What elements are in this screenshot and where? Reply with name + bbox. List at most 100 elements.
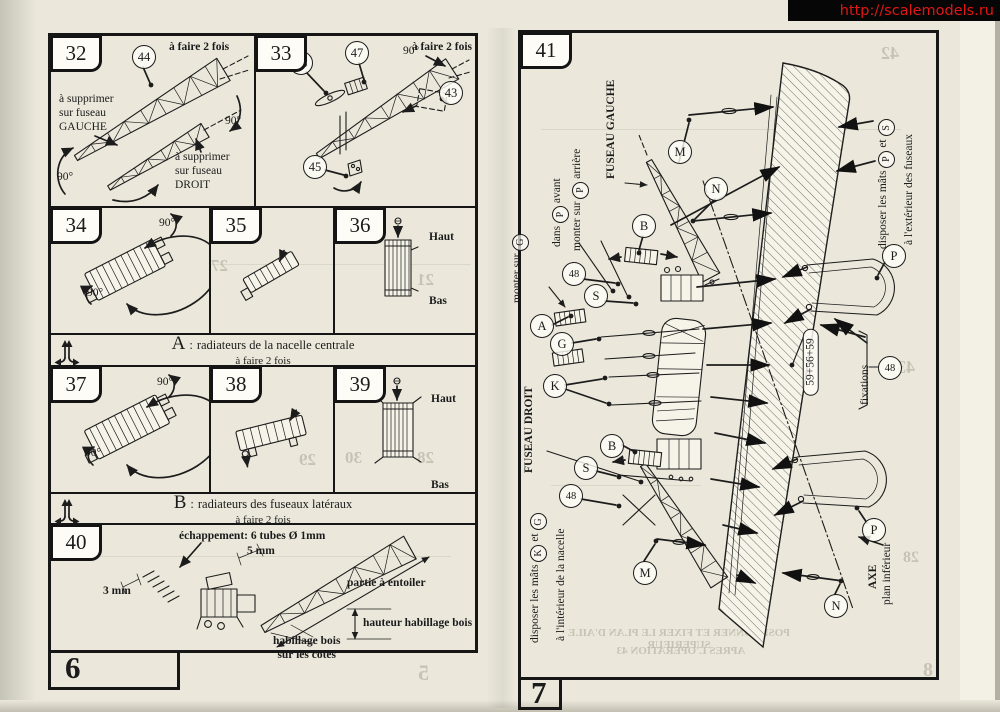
angle-label: 90° [87,287,104,299]
page-gutter-shadow [486,28,516,708]
panel-37-drawing [81,374,209,479]
step-number-41: 41 [521,33,572,69]
note-twice: à faire 2 fois [169,41,230,53]
divider [51,333,475,335]
angle-label: 90° [57,171,74,183]
panel-41-drawing [546,62,895,649]
circle-p-icon: P [572,181,589,199]
scan-edge-right [960,21,1000,712]
step-number-33: 33 [256,36,307,72]
callout-m: M [668,140,692,164]
divider [333,208,335,333]
circle-p-icon: P [552,206,569,224]
callout-a: A [530,314,554,338]
label-fixations: fixations [859,364,871,405]
step-number-35: 35 [211,208,262,244]
panel-36-drawing [384,217,419,297]
label-dans-p-avant: dans P avant [551,178,569,247]
bleed-number: 5 [418,660,429,685]
step-number-39: 39 [335,367,386,403]
watermark-banner: http://scalemodels.ru [788,0,1000,21]
callout-g: G [550,332,574,356]
label-fuseau-droit: FUSEAU DROIT [523,386,535,473]
label-hauteur: hauteur habillage bois [363,617,473,629]
callout-p: P [862,518,886,542]
label-habillage: habillage bois sur les côtés [273,635,341,662]
label-masts-ps-1: disposer les mâts P et S [877,119,895,249]
divider [333,367,335,492]
bar-letter: B [173,491,187,513]
label-supprimer-droit: à supprimer sur fuseau DROIT [175,151,230,192]
fold-arrow-icon [54,340,69,366]
angle-label: 90° [225,115,242,127]
bar-title: radiateurs de la nacelle centrale [196,338,355,352]
label-bas: Bas [429,295,447,307]
divider [254,36,256,206]
callout-p: P [882,244,906,268]
left-page-foot: 6 [48,650,180,690]
step-number-38: 38 [211,367,262,403]
label-axe-sub: plan inférieur [881,542,893,605]
scan-edge-bottom [0,700,1000,712]
callout-m: M [633,561,657,585]
label-masts-ps-2: à l'extérieur des fuseaux [903,134,915,245]
panel-40-drawing [120,535,430,648]
label-monter-sur-g: monter sur G [511,233,529,303]
note-twice: à faire 2 fois [411,41,472,53]
bar-letter: A [171,333,186,354]
step-number-40: 40 [51,525,102,561]
label-haut: Haut [431,393,456,405]
divider [51,206,475,208]
callout-n: N [704,177,728,201]
callout-48: 48 [562,262,586,286]
angle-label: 90° [403,45,420,57]
divider [51,492,475,494]
right-page: 41 [511,30,939,681]
angle-label: 90° [159,217,176,229]
divider [51,365,475,367]
panel-38-drawing [235,407,307,468]
panel-34-drawing [79,213,209,316]
step-number-34: 34 [51,208,102,244]
callout-k: K [543,374,567,398]
angle-label: 90° [157,376,174,388]
divider [51,523,475,525]
label-masts-kg-2: à l'intérieur de la nacelle [555,528,567,641]
circle-g-icon: G [512,233,529,251]
part-circle-47: 47 [345,41,369,65]
label-3mm: 3 mm [103,585,131,597]
callout-48: 48 [878,356,902,380]
angle-label: 90° [85,447,102,459]
callout-s: S [574,456,598,480]
callout-48: 48 [559,484,583,508]
panel-35-drawing [240,249,300,301]
bar-sep: : [190,496,194,511]
circle-p-icon: P [878,150,895,168]
step-number-37: 37 [51,367,102,403]
circle-g-icon: G [530,513,547,531]
step-number-32: 32 [51,36,102,72]
part-circle-44: 44 [132,45,156,69]
part-circle-43: 43 [439,81,463,105]
part-circle-45: 45 [303,155,327,179]
parts-tag-59-56-59: 59+56+59 [802,328,819,396]
label-axe: AXE [867,564,879,589]
divider [209,208,211,333]
label-supprimer-gauche: à supprimer sur fuseau GAUCHE [59,93,114,134]
page-number-6: 6 [65,650,81,685]
legend-bar-a: A : radiateurs de la nacelle centrale à … [51,333,475,367]
label-masts-kg-1: disposer les mâts K et G [529,513,547,643]
scan-edge-line [995,0,1000,712]
divider [209,367,211,492]
fold-arrow-icon [65,499,80,525]
watermark-url: http://scalemodels.ru [839,2,994,19]
callout-b: B [600,434,624,458]
right-page-foot: 7 [518,677,562,710]
panel-32-drawing [56,55,250,203]
circle-s-icon: S [878,119,895,137]
label-bas: Bas [431,479,449,491]
label-haut: Haut [429,231,454,243]
label-echappement: échappement: 6 tubes Ø 1mm [179,530,326,542]
legend-bar-b: B : radiateurs des fuseaux latéraux à fa… [51,491,475,526]
